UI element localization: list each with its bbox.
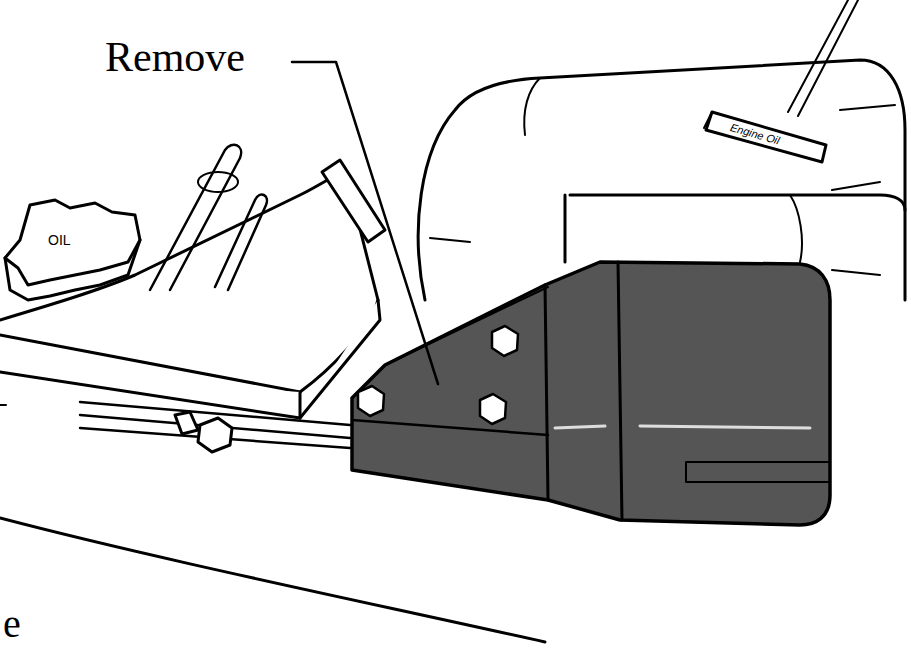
cap-label: OIL xyxy=(48,233,71,247)
text-fragment: e xyxy=(3,604,21,644)
callout-label: Remove xyxy=(105,36,245,78)
